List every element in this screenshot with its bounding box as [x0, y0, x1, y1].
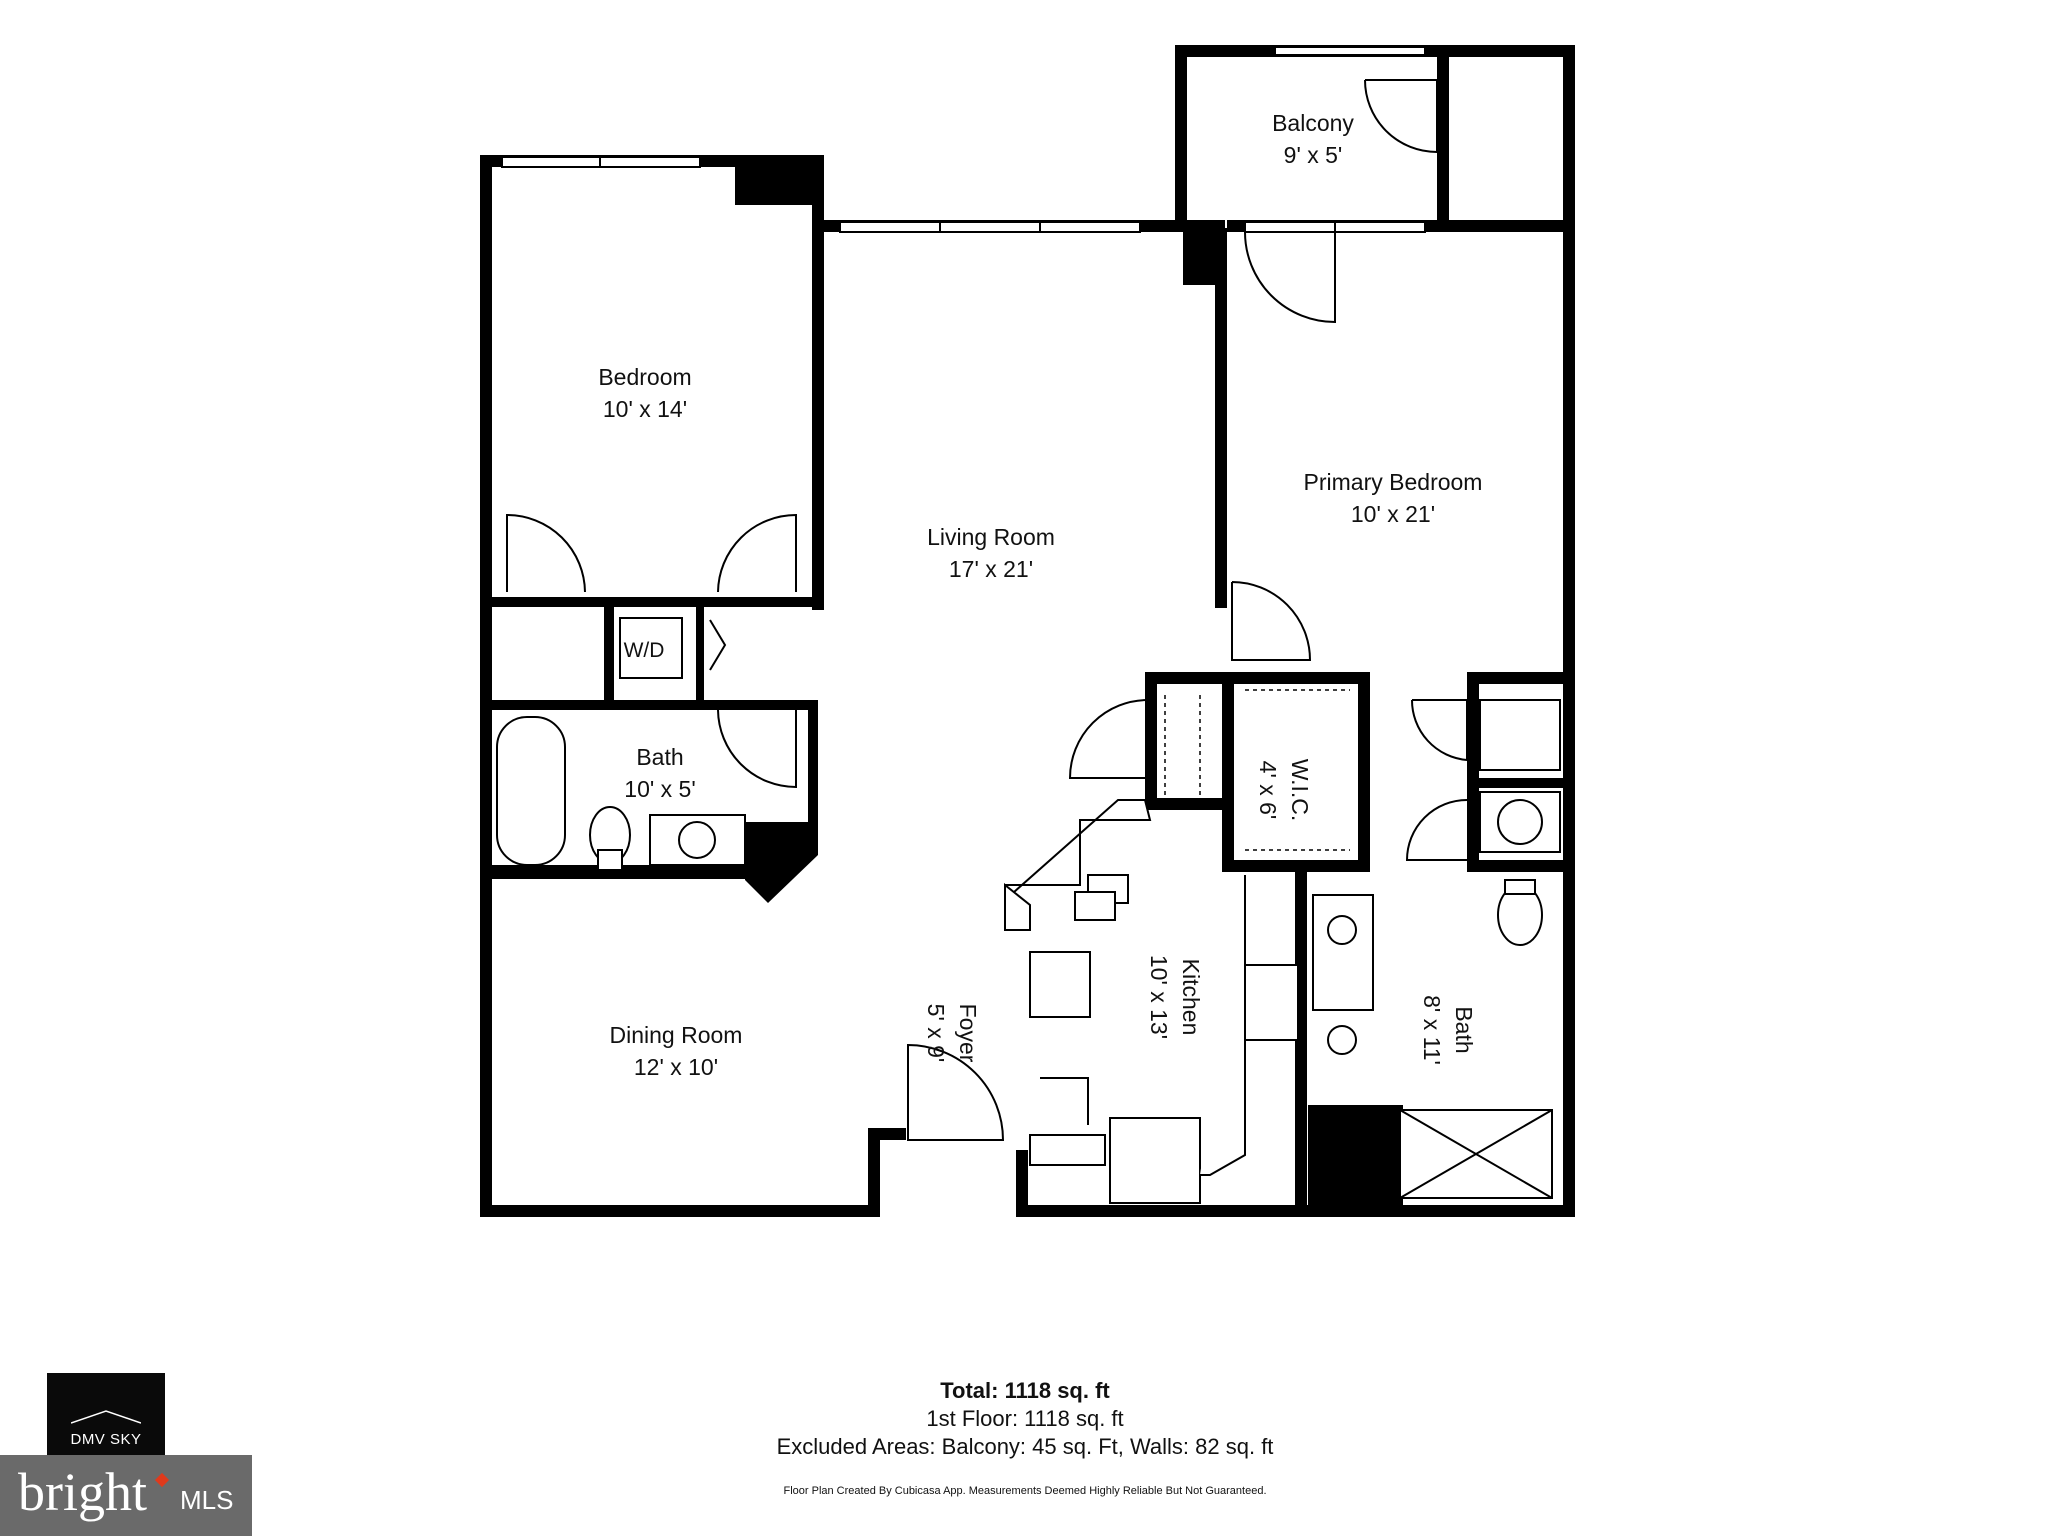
- living-room-label: Living Room: [927, 524, 1055, 550]
- dining-room-label: Dining Room: [610, 1022, 743, 1048]
- first-floor-area: 1st Floor: 1118 sq. ft: [926, 1406, 1124, 1431]
- kitchen-dims: 10' x 13': [1146, 955, 1172, 1039]
- balcony-label: Balcony: [1272, 110, 1354, 136]
- excluded-areas: Excluded Areas: Balcony: 45 sq. Ft, Wall…: [776, 1434, 1274, 1459]
- roof-icon: [71, 1410, 141, 1424]
- primary-bedroom-label: Primary Bedroom: [1304, 469, 1483, 495]
- kitchen-label: Kitchen: [1178, 959, 1204, 1036]
- bright-wordmark: bright: [18, 1462, 147, 1522]
- wic-shelves: [1164, 689, 1350, 982]
- bedroom-label: Bedroom: [598, 364, 691, 390]
- bath-2-dims: 8' x 11': [1419, 995, 1445, 1065]
- wic-label: W.I.C.: [1287, 759, 1313, 822]
- wic-dims: 4' x 6': [1255, 761, 1281, 820]
- dmv-sky-text: DMV SKY: [70, 1431, 142, 1448]
- wd-unit: [619, 617, 683, 679]
- mls-wordmark: MLS: [180, 1485, 234, 1515]
- balcony-dims: 9' x 5': [1284, 142, 1343, 168]
- kitchen-counters: [1004, 799, 1299, 1204]
- bath-2-label: Bath: [1451, 1006, 1477, 1053]
- bath-1-dims: 10' x 5': [624, 776, 695, 802]
- bedroom-dims: 10' x 14': [603, 396, 687, 422]
- room-labels: Balcony 9' x 5' Bedroom 10' x 14' Primar…: [598, 110, 1482, 1080]
- bright-accent-icon: [154, 1472, 170, 1488]
- bright-mls-logo: bright MLS: [0, 1455, 252, 1536]
- dining-room-dims: 12' x 10': [634, 1054, 718, 1080]
- total-area: Total: 1118 sq. ft: [940, 1378, 1110, 1403]
- windows: [501, 46, 1426, 233]
- bath-fixtures: [496, 699, 1561, 1199]
- primary-bedroom-dims: 10' x 21': [1351, 501, 1435, 527]
- foyer-label: Foyer: [955, 1004, 981, 1063]
- living-room-dims: 17' x 21': [949, 556, 1033, 582]
- disclaimer: Floor Plan Created By Cubicasa App. Meas…: [783, 1485, 1267, 1497]
- wd-label: W/D: [624, 639, 665, 662]
- bath-1-label: Bath: [636, 744, 683, 770]
- dmv-sky-logo: DMV SKY: [47, 1373, 165, 1460]
- foyer-dims: 5' x 9': [923, 1004, 949, 1063]
- doors: [506, 79, 1468, 1141]
